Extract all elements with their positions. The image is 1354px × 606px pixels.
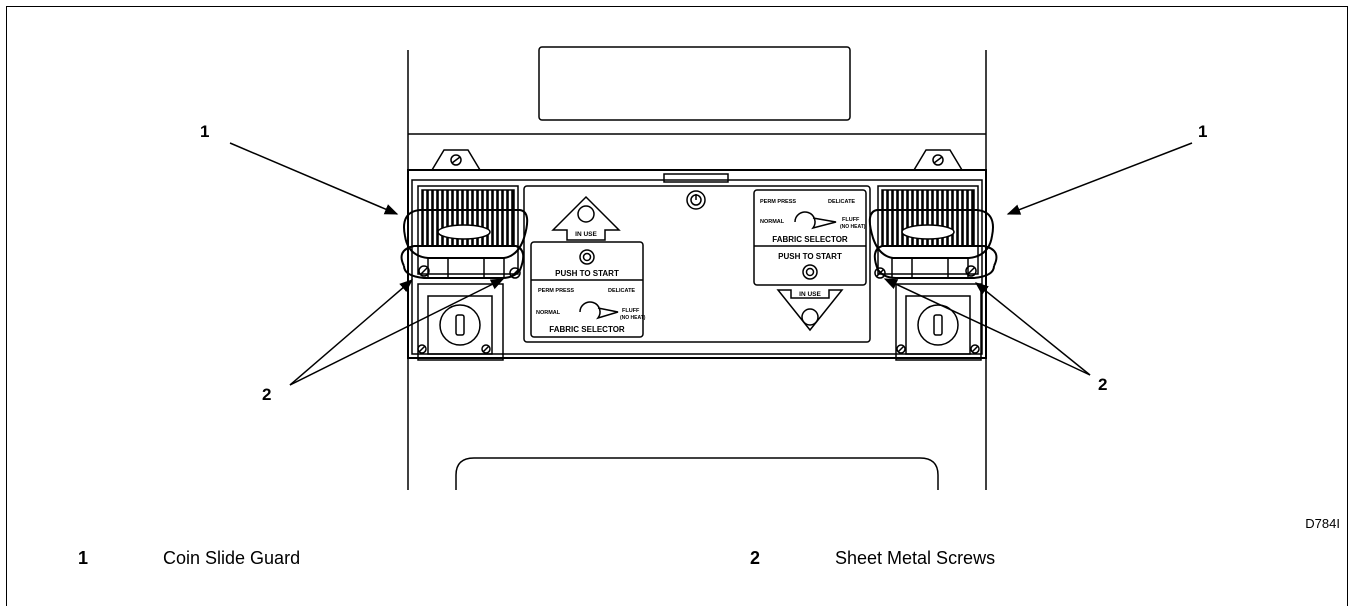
sheet-metal-screw-right-a — [874, 267, 886, 279]
delicate-label-left: DELICATE — [608, 288, 635, 294]
coin-lock-left — [439, 304, 481, 346]
centre-label-plate — [523, 185, 871, 343]
push-to-start-button-left — [579, 249, 595, 265]
push-to-start-label-right: PUSH TO START — [778, 252, 842, 261]
left-coin-slide — [400, 185, 529, 361]
push-to-start-label-left: PUSH TO START — [555, 269, 619, 278]
power-button — [686, 190, 706, 210]
in-use-label-right: IN USE — [799, 291, 821, 298]
left-selector-plate — [530, 241, 644, 338]
in-use-label-left: IN USE — [575, 231, 597, 238]
delicate-label-right: DELICATE — [828, 199, 855, 205]
legend-text: Sheet Metal Screws — [835, 548, 996, 568]
figure-code: D784I — [1305, 516, 1340, 531]
legend-number: 2 — [750, 548, 761, 568]
normal-label-right: NORMAL — [760, 219, 785, 225]
figure-frame — [6, 6, 1348, 606]
push-to-start-button-right — [802, 264, 818, 280]
door-opening — [455, 457, 939, 490]
normal-label-left: NORMAL — [536, 310, 561, 316]
fluff-label-right: FLUFF — [842, 217, 860, 223]
coin-slide-guard-right — [868, 209, 994, 259]
fluff-label-left: FLUFF — [622, 308, 640, 314]
no-heat-label-left: (NO HEAT) — [620, 315, 646, 321]
left-station: IN USE PUSH TO START PERM PRESS DELICATE… — [530, 195, 646, 338]
no-heat-label-right: (NO HEAT) — [840, 224, 866, 230]
leader-right-2a — [883, 278, 1091, 376]
coin-box-right — [895, 283, 982, 361]
coin-slide-guard-left — [403, 209, 529, 259]
display-window — [538, 46, 851, 121]
legend-text: Coin Slide Guard — [163, 548, 301, 568]
callout-left-2: 2 — [262, 385, 271, 404]
sheet-metal-screw-left-a — [418, 265, 430, 277]
right-selector-plate — [753, 189, 867, 286]
leader-lines — [229, 142, 1193, 386]
right-station: PERM PRESS DELICATE NORMAL FLUFF (NO HEA… — [753, 189, 867, 332]
sheet-metal-screw-left-b — [509, 267, 521, 279]
bracket-screw-right — [932, 154, 944, 166]
callout-left-1: 1 — [200, 122, 209, 141]
fabric-selector-knob-right — [794, 211, 837, 230]
fabric-selector-label-left: FABRIC SELECTOR — [549, 325, 625, 334]
right-coin-slide — [868, 185, 998, 361]
fabric-selector-label-right: FABRIC SELECTOR — [772, 235, 848, 244]
in-use-arrow-left — [551, 195, 621, 241]
perm-press-label-left: PERM PRESS — [538, 288, 574, 294]
coin-lock-right — [917, 304, 959, 346]
fabric-selector-knob-left — [579, 301, 619, 320]
perm-press-label-right: PERM PRESS — [760, 199, 796, 205]
bracket-screw-left — [450, 154, 462, 166]
legend-number: 1 — [78, 548, 89, 568]
leader-right-2b — [974, 282, 1091, 376]
leader-left-1 — [229, 142, 399, 215]
leader-left-2b — [289, 278, 505, 386]
leader-left-2a — [289, 279, 414, 386]
leader-right-1 — [1006, 142, 1193, 215]
sheet-metal-screw-right-b — [965, 265, 977, 277]
control-panel-housing — [407, 149, 987, 359]
callout-right-1: 1 — [1198, 122, 1207, 141]
callout-right-2: 2 — [1098, 375, 1107, 394]
